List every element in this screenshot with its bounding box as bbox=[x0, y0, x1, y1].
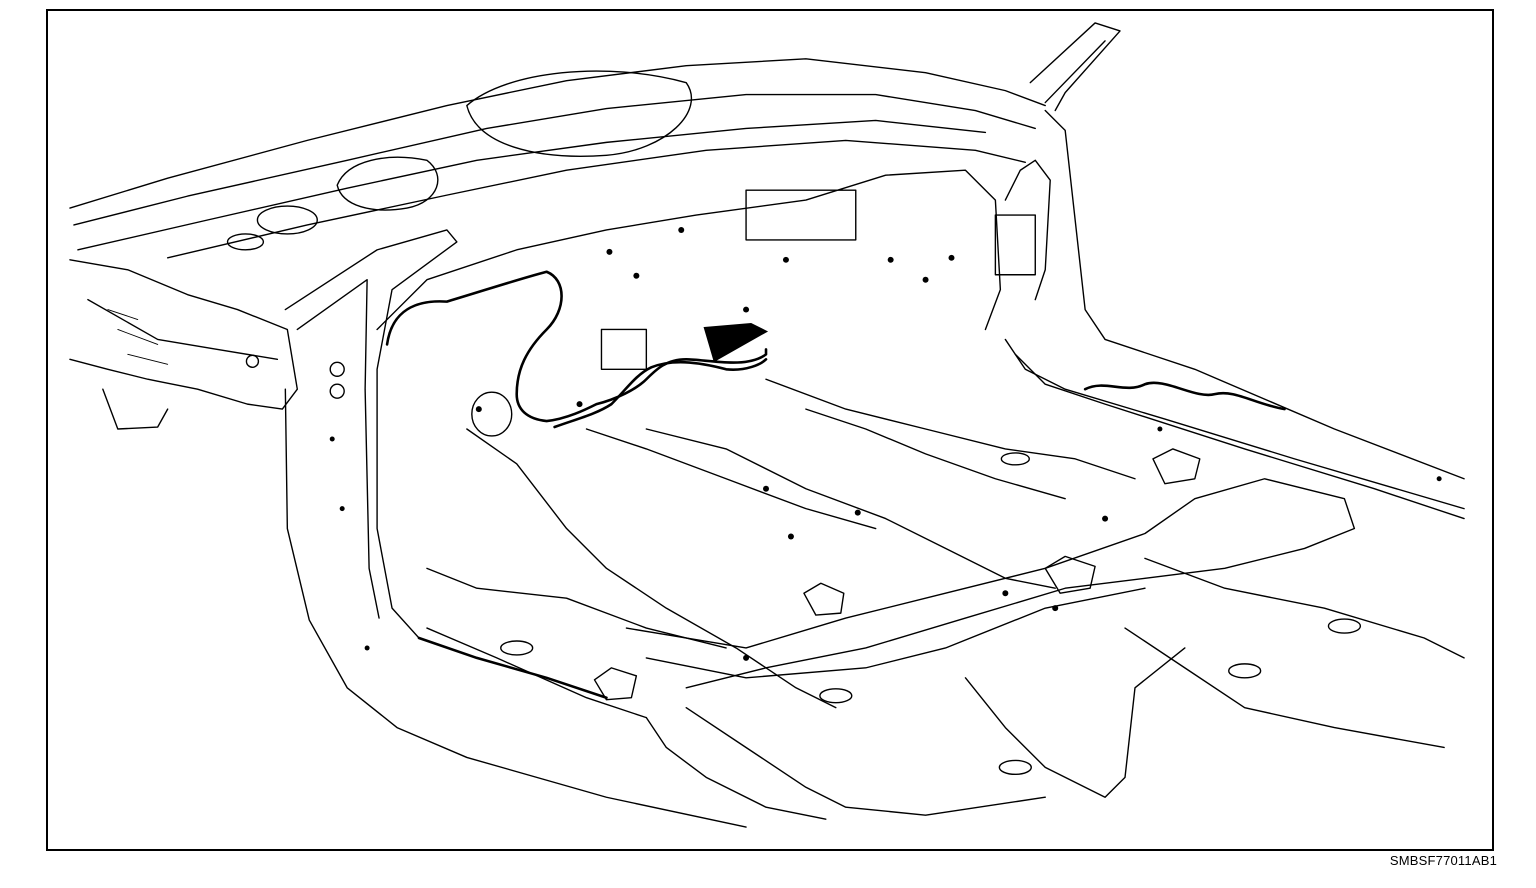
tunnel-top bbox=[585, 428, 877, 530]
front-floor-right bbox=[765, 378, 1136, 480]
stud bbox=[364, 645, 370, 651]
hatch-line bbox=[117, 329, 159, 345]
hatch-line bbox=[107, 309, 139, 320]
right-kick-panel-bracket bbox=[994, 214, 1036, 276]
right-rocker-inner bbox=[1014, 353, 1465, 520]
cowl-round-hole bbox=[256, 205, 318, 235]
stud bbox=[854, 509, 861, 516]
dash-access-panel bbox=[600, 328, 648, 370]
hatch-line bbox=[127, 353, 169, 365]
seat-cross-member-front bbox=[645, 587, 1146, 679]
stud bbox=[1102, 515, 1109, 522]
seat-bracket-rear-left bbox=[1044, 555, 1096, 594]
figure-code: SMBSF77011AB1 bbox=[1389, 853, 1497, 868]
stud bbox=[763, 485, 770, 492]
stud bbox=[606, 248, 613, 255]
seat-bracket-front-left bbox=[593, 667, 638, 701]
dash-panel-outline bbox=[376, 169, 1002, 331]
right-rocker-panel bbox=[1004, 338, 1465, 510]
stud bbox=[782, 256, 789, 263]
right-a-pillar bbox=[1029, 22, 1121, 112]
dash-grommet-left bbox=[329, 361, 345, 377]
stud bbox=[787, 533, 794, 540]
floor-tunnel-right-edge bbox=[645, 428, 1056, 589]
stud bbox=[1002, 590, 1009, 597]
pointer-arrow bbox=[703, 323, 769, 363]
stud bbox=[339, 506, 345, 512]
floor-tunnel-left-edge bbox=[466, 428, 837, 709]
left-a-pillar-inner bbox=[296, 279, 380, 619]
stud bbox=[1436, 476, 1442, 482]
cowl-top-panel bbox=[69, 58, 1046, 209]
rear-floor-step bbox=[1124, 627, 1445, 749]
left-front-rail bbox=[87, 298, 279, 361]
windshield-ledge bbox=[166, 139, 1026, 259]
left-sill-lower bbox=[426, 627, 648, 719]
dash-vent-plate bbox=[745, 189, 857, 241]
seat-bracket-front-right bbox=[803, 582, 845, 616]
stud bbox=[743, 654, 750, 661]
dash-grommet-left-2 bbox=[329, 383, 345, 399]
stud bbox=[1157, 426, 1163, 432]
stud bbox=[678, 226, 685, 233]
cowl-cap bbox=[226, 233, 265, 251]
left-front-structure bbox=[69, 259, 299, 410]
left-strut-tower bbox=[102, 388, 169, 430]
stud bbox=[887, 256, 894, 263]
cowl-front-edge bbox=[77, 119, 987, 251]
stud bbox=[948, 254, 955, 261]
front-floor-left bbox=[426, 567, 727, 649]
dash-insulator-lower bbox=[553, 358, 768, 429]
cowl-opening-left bbox=[336, 156, 439, 211]
stud bbox=[743, 306, 750, 313]
seat-cross-member bbox=[625, 478, 1356, 689]
floor-drain-hole-3 bbox=[998, 759, 1032, 776]
stud bbox=[633, 272, 640, 279]
dash-insulator bbox=[385, 270, 768, 423]
rear-floor-edge bbox=[1144, 557, 1465, 659]
floor-drain-hole-6 bbox=[1327, 618, 1362, 634]
left-sill-rail bbox=[417, 636, 608, 700]
stud bbox=[475, 406, 482, 413]
floor-drain-hole-5 bbox=[1228, 663, 1262, 679]
stud bbox=[576, 401, 583, 408]
front-floor-right-inner bbox=[805, 408, 1066, 500]
floor-drain-hole-1 bbox=[500, 640, 534, 656]
floor-drain-hole-2 bbox=[819, 688, 853, 704]
cowl-opening-right bbox=[466, 70, 693, 157]
vehicle-body-floor-illustration bbox=[69, 22, 1465, 828]
right-a-pillar-inner bbox=[1044, 40, 1106, 104]
dash-grommet-large bbox=[471, 391, 513, 437]
left-a-pillar bbox=[284, 229, 458, 639]
right-cowl-side bbox=[1004, 159, 1051, 301]
right-b-pillar-line bbox=[1044, 109, 1465, 480]
stud bbox=[1052, 605, 1059, 612]
left-door-opening bbox=[284, 388, 747, 828]
stud bbox=[329, 436, 335, 442]
right-sill-wave bbox=[1083, 381, 1286, 411]
dash-grommet-small bbox=[245, 354, 260, 368]
rear-floor-pan bbox=[964, 647, 1186, 798]
front-floor-lower-edge bbox=[685, 706, 1046, 816]
front-door-sill bbox=[645, 716, 827, 820]
floor-drain-hole-4 bbox=[1000, 452, 1030, 466]
figure-frame bbox=[46, 9, 1494, 851]
stud bbox=[922, 276, 929, 283]
seat-bracket-rear-right bbox=[1152, 448, 1201, 485]
cowl-top-inner-edge bbox=[73, 93, 1036, 226]
